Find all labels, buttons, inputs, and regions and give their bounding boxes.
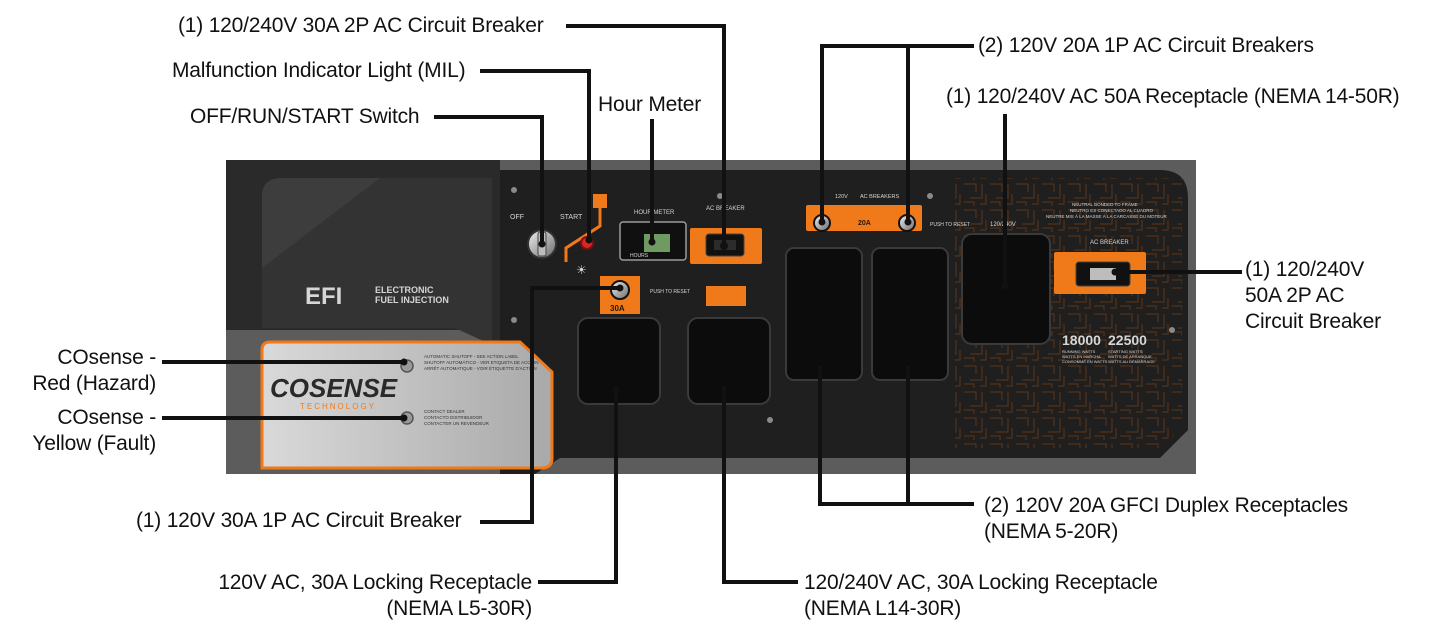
neutral-note-2: NEUTRO ES CONECTADO AL CUADRO [1070, 208, 1154, 213]
callout-cosense-red: COsense - Red (Hazard) [18, 345, 156, 397]
callout-receptacle-50a: (1) 120/240V AC 50A Receptacle (NEMA 14-… [946, 85, 1400, 108]
callout-cosense-yellow-line-1: COsense - [57, 406, 156, 429]
switch-off-label: OFF [510, 214, 524, 221]
running-watts-label-3: CONSOMMÉ EN WATTS [1062, 359, 1108, 364]
receptacle-50a-label: 120/240V [990, 222, 1016, 228]
starting-watts-label-3: WATTS AU DÉMARRAGE [1108, 359, 1155, 364]
callout-l5-30-line-2: (NEMA L5-30R) [386, 597, 532, 620]
callout-breaker-50a-line-1: (1) 120/240V [1245, 258, 1365, 281]
switch-start-label: START [560, 214, 583, 221]
cosense-sub: TECHNOLOGY [300, 402, 376, 411]
callout-l14-30: 120/240V AC, 30A Locking Receptacle (NEM… [804, 570, 1158, 622]
callout-breaker-50a: (1) 120/240V 50A 2P AC Circuit Breaker [1245, 257, 1381, 335]
cosense-yellow-note-3: CONTACTER UN REVENDEUR [424, 421, 490, 426]
ac-breakers-120v-1: 120V [835, 194, 848, 200]
push-to-reset: PUSH TO RESET [650, 289, 690, 295]
callout-cosense-yellow-line-2: Yellow (Fault) [32, 432, 156, 455]
cosense-plate [260, 340, 554, 470]
running-watts-label-2: WATTS EN MARCHA [1062, 354, 1101, 359]
gfci-receptacle-left[interactable] [785, 247, 863, 381]
running-watts-label-1: RUNNING WATTS [1062, 349, 1096, 354]
svg-text:☀: ☀ [576, 263, 587, 277]
callout-l5-30: 120V AC, 30A Locking Receptacle (NEMA L5… [150, 570, 532, 622]
callout-l5-30-line-1: 120V AC, 30A Locking Receptacle [218, 571, 532, 594]
leader-l5-30 [538, 386, 618, 584]
callout-gfci: (2) 120V 20A GFCI Duplex Receptacles (NE… [984, 493, 1348, 545]
receptacle-l5-30[interactable] [577, 317, 661, 405]
callout-mil: Malfunction Indicator Light (MIL) [172, 59, 466, 82]
cosense-logo: COSENSE [270, 373, 398, 403]
leader-breakers-20a [820, 44, 974, 224]
breaker-30a-badge: 30A [610, 304, 625, 313]
callout-cosense-red-line-2: Red (Hazard) [32, 372, 156, 395]
cosense-red-note-2: SHUTOFF AUTOMÁTICO - VER ETIQUETA DE ACC… [424, 359, 539, 365]
callout-breaker-30a-2p: (1) 120/240V 30A 2P AC Circuit Breaker [178, 14, 544, 37]
efi-text-1: ELECTRONIC [375, 285, 434, 295]
ac-breaker-label-2: AC BREAKER [1090, 240, 1129, 246]
efi-mark: EFI [305, 283, 342, 310]
leader-mil [480, 69, 591, 242]
cosense-red-note-1: AUTOMATIC SHUTOFF - SEE ACTION LABEL [424, 354, 519, 359]
efi-text-2: FUEL INJECTION [375, 295, 449, 305]
running-watts: 18000 [1062, 332, 1101, 348]
leader-dots [400, 218, 1119, 422]
receptacle-l14-30[interactable] [687, 317, 771, 405]
callout-breaker-30a-1p: (1) 120V 30A 1P AC Circuit Breaker [136, 509, 462, 532]
screws [511, 187, 1175, 423]
neutral-note-3: NEUTRE MIS À LA MASSE À LA CARCASSE DU M… [1046, 213, 1168, 219]
hour-meter-units: HOURS [630, 253, 649, 259]
mil-bracket [564, 196, 602, 262]
ac-breakers-120v-2: AC BREAKERS [860, 194, 899, 200]
hour-meter-label: HOUR METER [634, 210, 675, 216]
callout-breaker-50a-line-3: Circuit Breaker [1245, 310, 1381, 333]
neutral-note-1: NEUTRAL BONDED TO FRAME [1072, 202, 1138, 207]
callout-hour-meter: Hour Meter [598, 93, 702, 116]
callout-cosense-red-line-1: COsense - [57, 346, 156, 369]
leader-l14-30 [722, 386, 798, 584]
callout-switch: OFF/RUN/START Switch [190, 105, 420, 128]
breakers-20a-plate [806, 205, 922, 231]
breakers-20a-badge: 20A [858, 220, 871, 227]
cosense-red-note-3: ARRÊT AUTOMATIQUE - VOIR ÉTIQUETTE D'ACT… [424, 364, 537, 371]
leader-lines [162, 24, 1242, 584]
leader-gfci [818, 366, 974, 506]
starting-watts: 22500 [1108, 332, 1147, 348]
callout-l14-30-line-1: 120/240V AC, 30A Locking Receptacle [804, 571, 1158, 594]
leader-breaker-30a-2p [566, 24, 726, 248]
cosense-yellow-note-2: CONTACTO DISTRIBUIDOR [424, 415, 483, 420]
starting-watts-label-2: WATTS DE ARRANQUE [1108, 354, 1152, 359]
callout-breaker-50a-line-2: 50A 2P AC [1245, 284, 1345, 307]
callout-cosense-yellow: COsense - Yellow (Fault) [10, 405, 156, 457]
callout-breakers-20a: (2) 120V 20A 1P AC Circuit Breakers [978, 34, 1314, 57]
cosense-yellow-note-1: CONTACT DEALER [424, 409, 465, 414]
push-to-reset-2: PUSH TO RESET [930, 222, 970, 228]
callout-gfci-line-2: (NEMA 5-20R) [984, 520, 1119, 543]
starting-watts-label-1: STARTING WATTS [1108, 349, 1143, 354]
callout-gfci-line-1: (2) 120V 20A GFCI Duplex Receptacles [984, 494, 1348, 517]
leader-breaker-30a-1p [480, 286, 622, 524]
gfci-receptacle-right[interactable] [871, 247, 949, 381]
callout-l14-30-line-2: (NEMA L14-30R) [804, 597, 962, 620]
leader-switch [434, 115, 544, 246]
